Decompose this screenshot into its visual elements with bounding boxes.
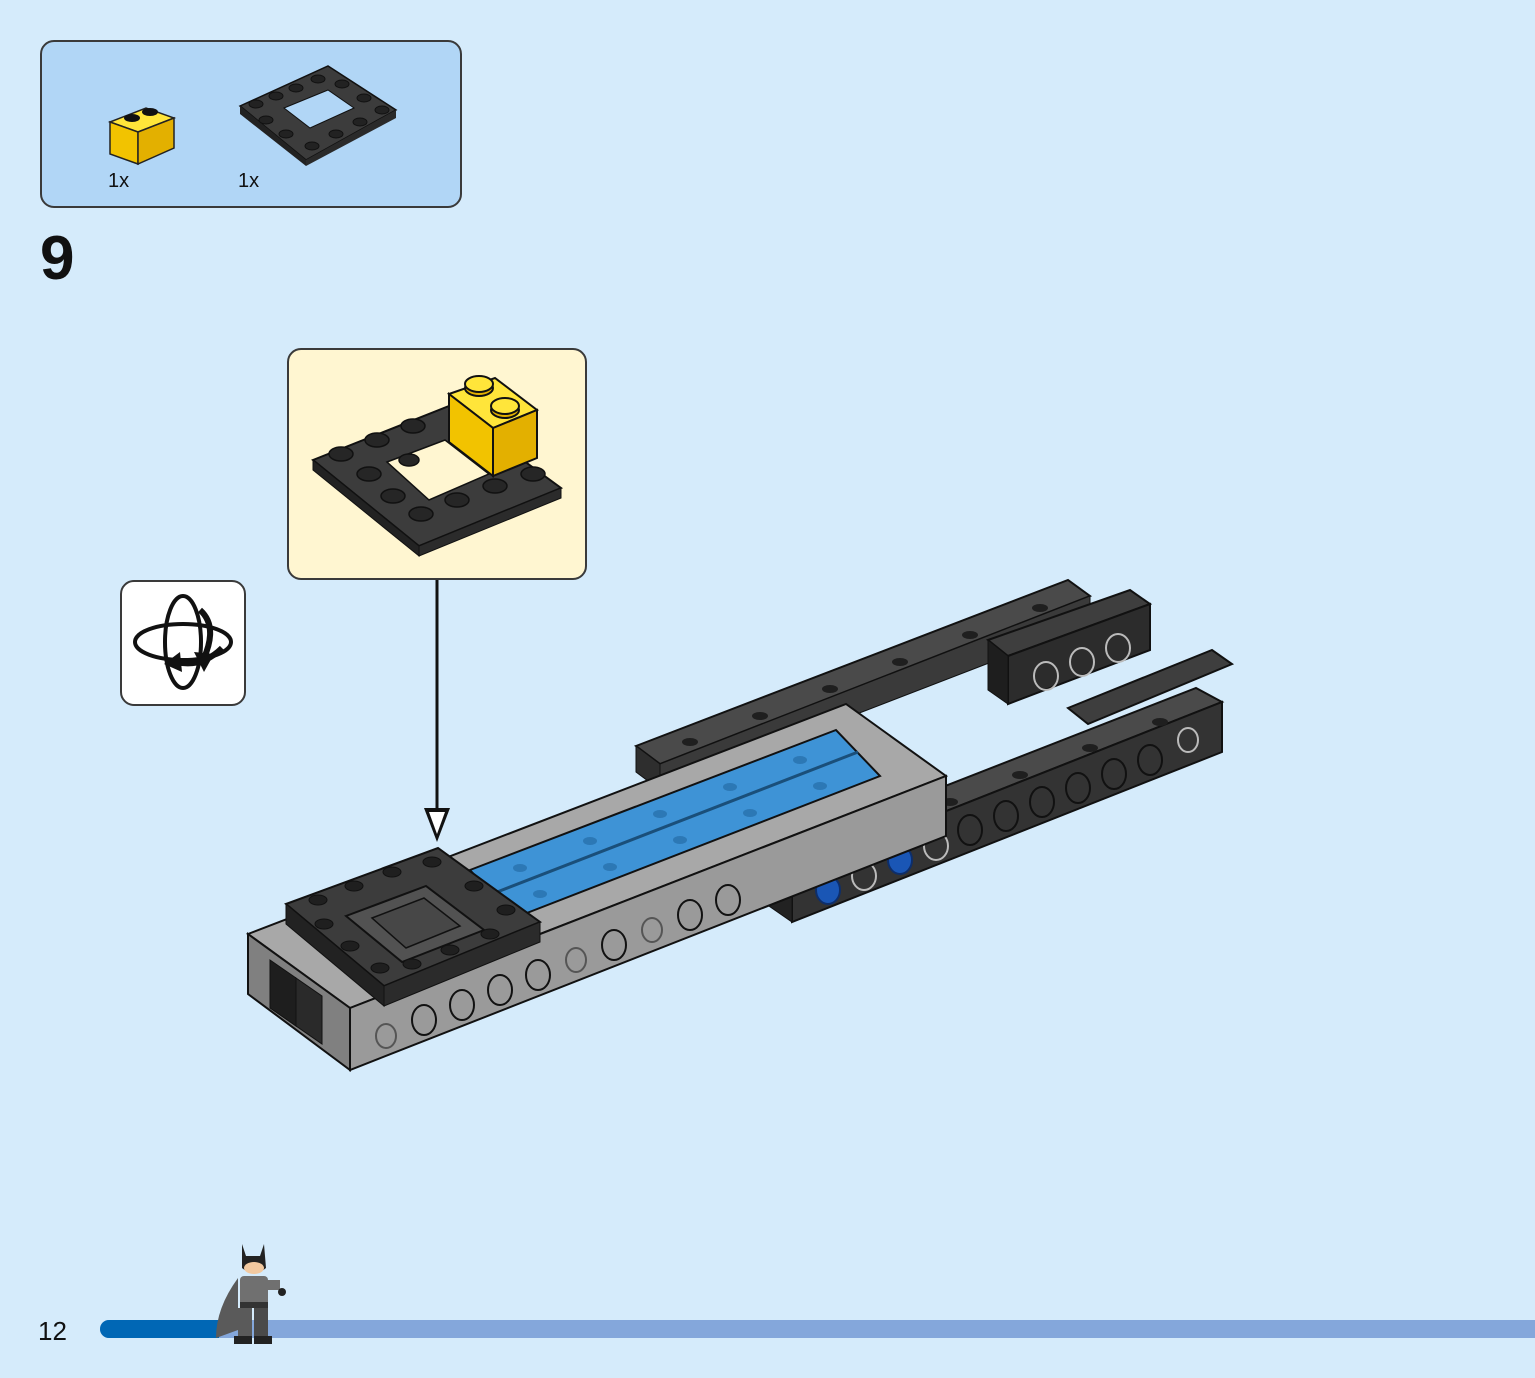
page-number: 12 [38, 1316, 67, 1346]
step-number: 9 [40, 224, 75, 293]
placement-arrow-icon [424, 580, 450, 842]
frame-plate-quantity: 1x [238, 170, 260, 192]
parts-list-box: 1x 1x [40, 40, 462, 208]
yellow-brick-quantity: 1x [108, 170, 130, 192]
progress-bar [100, 1320, 1535, 1338]
progress-bar-fill [100, 1320, 220, 1338]
subassembly-callout [287, 348, 587, 580]
yellow-brick-icon [107, 107, 177, 166]
rotate-model-icon [133, 594, 233, 690]
batman-minifigure-icon [216, 1244, 286, 1344]
subassembly-illustration [311, 375, 564, 558]
frame-plate-icon [238, 65, 398, 166]
rotate-model-box [120, 580, 246, 706]
